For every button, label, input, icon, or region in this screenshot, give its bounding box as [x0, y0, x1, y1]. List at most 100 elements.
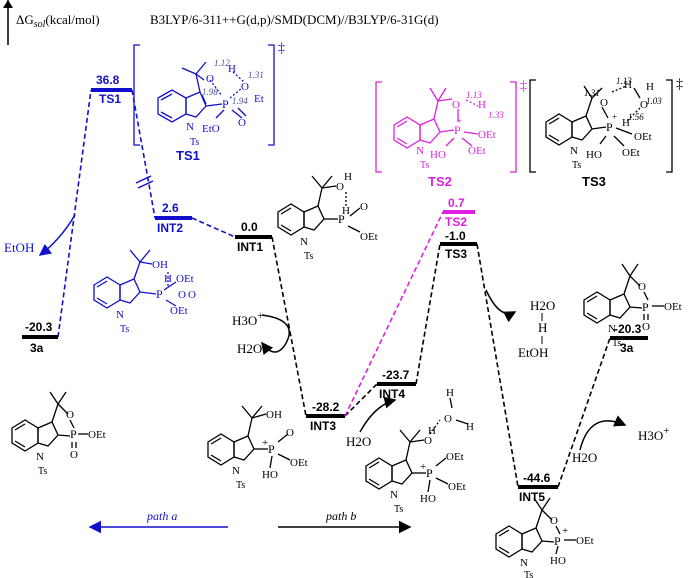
svg-text:P: P — [222, 97, 229, 111]
svg-text:H: H — [344, 171, 352, 183]
structure-TS1 — [133, 44, 275, 146]
structure-INT1-labels: O H H P O OEt N Ts — [300, 171, 378, 262]
svg-text:HO: HO — [430, 149, 446, 161]
structure-INT2 — [93, 249, 177, 309]
svg-text:O: O — [550, 515, 558, 527]
h3o-out-label: H3O+ — [638, 425, 670, 443]
svg-text:OEt: OEt — [468, 145, 486, 157]
ts3-bond-1: 1.13 — [616, 76, 632, 86]
svg-text:Ts: Ts — [236, 480, 245, 491]
energy-TS1: 36.8 — [96, 73, 120, 87]
label-INT3: INT3 — [310, 419, 336, 433]
ts1-label: TS1 — [176, 148, 200, 163]
svg-text:EtO: EtO — [202, 123, 220, 135]
svg-text:O: O — [241, 81, 249, 93]
structure-INT3 — [207, 405, 291, 469]
energy-3a-left: -20.3 — [25, 320, 53, 334]
svg-text:OEt: OEt — [360, 231, 378, 243]
h2o-cluster-etoh: EtOH — [518, 345, 548, 360]
ts2-bond-2: 1.33 — [488, 110, 504, 120]
svg-text:OEt: OEt — [576, 535, 594, 547]
svg-text:OEt: OEt — [634, 131, 652, 143]
svg-text:OEt: OEt — [622, 147, 640, 159]
svg-text:OEt: OEt — [448, 481, 466, 493]
structure-INT5 — [495, 497, 576, 558]
ts3-bond-2: 1.31 — [584, 88, 600, 98]
energy-INT1: 0.0 — [241, 220, 258, 234]
structure-3a-left — [11, 391, 88, 452]
svg-text:O: O — [360, 201, 368, 213]
ts2-bond-1: 1.13 — [466, 90, 482, 100]
label-3a-left: 3a — [30, 341, 44, 355]
path-a-label: path a — [146, 509, 177, 523]
energy-INT5: -44.6 — [523, 471, 551, 485]
structure-INT3-labels: OH + P O OEt HO N Ts — [232, 409, 308, 491]
path-b-label: path b — [325, 509, 356, 523]
svg-text:HO: HO — [586, 149, 602, 161]
etoh-h2o-release-arrow — [485, 289, 517, 323]
h3o-in-label: H3O+ — [232, 310, 264, 328]
svg-text:N: N — [36, 451, 44, 463]
svg-text:Et: Et — [254, 93, 264, 105]
svg-text:H: H — [446, 387, 454, 399]
etoh-label: EtOH — [4, 240, 34, 255]
svg-text:OEt: OEt — [478, 129, 496, 141]
structure-INT4-labels: O H O H H + P OEt OEt HO N Ts — [390, 387, 474, 515]
h3o-release-arrow — [579, 415, 627, 451]
svg-text:N: N — [116, 309, 124, 321]
svg-text:OEt: OEt — [446, 451, 464, 463]
svg-text:O: O — [66, 409, 74, 421]
svg-text:HO: HO — [420, 493, 436, 505]
svg-text:+: + — [562, 525, 568, 537]
label-3a-right: 3a — [620, 341, 634, 355]
svg-text:H: H — [622, 117, 630, 129]
h3o-in-arrow — [261, 314, 290, 355]
energy-INT4: -23.7 — [382, 368, 410, 382]
svg-text:O: O — [600, 97, 608, 109]
energy-INT2: 2.6 — [162, 201, 179, 215]
svg-text:O: O — [444, 413, 452, 425]
svg-text:H: H — [478, 99, 486, 111]
ts1-bond-1: 1.12 — [214, 58, 230, 68]
svg-text:N: N — [416, 145, 424, 157]
svg-text:Ts: Ts — [38, 466, 47, 477]
svg-text:O: O — [188, 289, 196, 301]
svg-text:Ts: Ts — [420, 160, 429, 171]
ts1-bond-2: 1.31 — [248, 70, 264, 80]
svg-text:P: P — [426, 466, 433, 480]
method-label: B3LYP/6-311++G(d,p)/SMD(DCM)//B3LYP/6-31… — [150, 12, 439, 27]
svg-text:O: O — [70, 449, 78, 461]
etoh-release-arrow — [38, 214, 76, 256]
svg-text:Ts: Ts — [572, 160, 581, 171]
svg-text:H: H — [466, 421, 474, 433]
svg-text:N: N — [232, 465, 240, 477]
svg-text:P: P — [338, 212, 345, 226]
structure-INT4 — [365, 397, 469, 493]
svg-text:Ts: Ts — [120, 324, 129, 335]
structure-3a-right — [583, 263, 664, 324]
h2o-in-label: H2O — [346, 434, 371, 449]
svg-text:P: P — [606, 120, 613, 134]
svg-text:O: O — [452, 99, 460, 111]
svg-text:O: O — [424, 435, 432, 447]
svg-text:Ts: Ts — [524, 570, 533, 578]
h2o-out-label-1: H2O — [237, 341, 262, 356]
svg-text:Ts: Ts — [394, 504, 403, 515]
svg-text:N: N — [390, 489, 398, 501]
energy-3a-right: -20.3 — [614, 322, 642, 336]
ts2-label: TS2 — [428, 174, 452, 189]
ts3-dagger: ‡ — [676, 77, 683, 92]
structure-3a-right-labels: O P OEt O N Ts — [608, 281, 682, 349]
ts1-bond-3: 1.98 — [202, 87, 218, 97]
structure-INT5-labels: O P + OEt HO N Ts — [520, 515, 594, 578]
svg-text:P: P — [156, 287, 163, 301]
energy-TS2: 0.7 — [448, 196, 465, 210]
svg-text:Ts: Ts — [612, 338, 621, 349]
svg-text:O: O — [286, 427, 294, 439]
svg-text:O: O — [638, 281, 646, 293]
label-INT4: INT4 — [379, 387, 405, 401]
h2o-cluster-h: H — [538, 320, 547, 335]
svg-text:H: H — [228, 63, 236, 75]
svg-text:P: P — [268, 442, 275, 456]
